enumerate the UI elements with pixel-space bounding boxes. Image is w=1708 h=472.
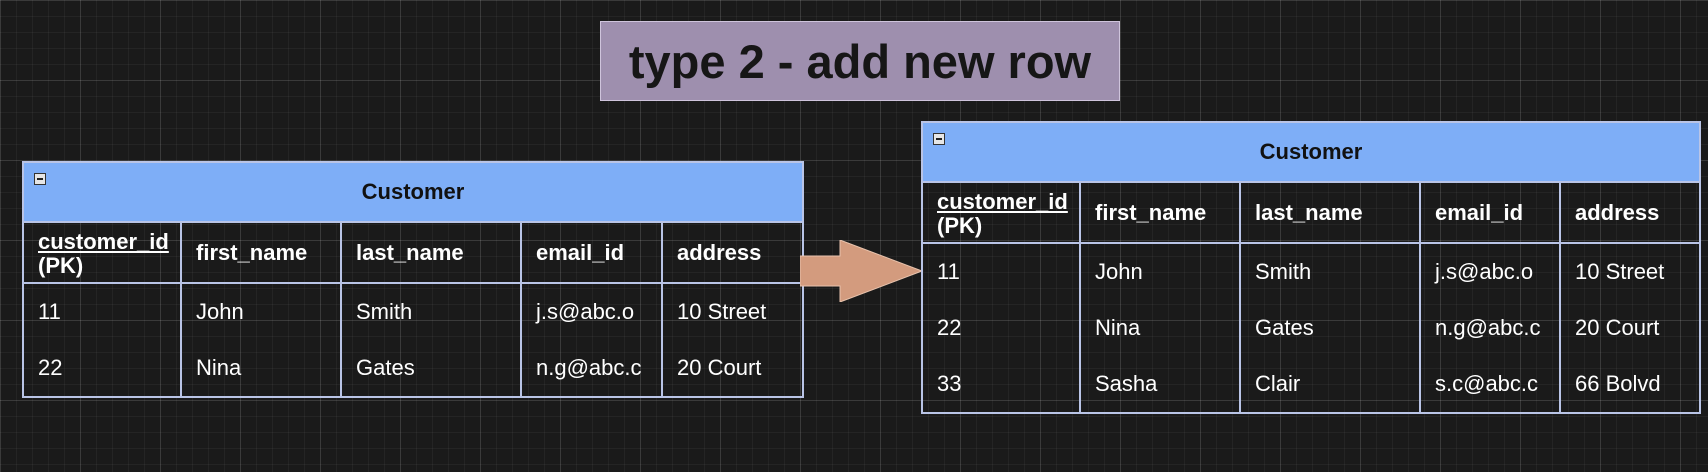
collapse-minus-icon[interactable] — [34, 173, 46, 185]
cell-email-id: s.c@abc.c — [1419, 356, 1561, 414]
right-arrow-icon — [800, 240, 924, 302]
cell-address: 10 Street — [660, 282, 805, 340]
cell-email-id: j.s@abc.o — [520, 282, 663, 340]
column-header-address: address — [1558, 181, 1702, 244]
cell-email-id: j.s@abc.o — [1419, 242, 1561, 300]
cell-customer-id: 11 — [22, 282, 182, 340]
cell-last-name: Clair — [1239, 356, 1421, 414]
column-header-last-name: last_name — [1239, 181, 1421, 244]
diagram-title-text: type 2 - add new row — [628, 34, 1092, 88]
customer-table-after[interactable]: Customer customer_id (PK) first_name las… — [920, 121, 1702, 414]
table-row: 11 John Smith j.s@abc.o 10 Street — [22, 282, 805, 340]
cell-address: 66 Bolvd — [1558, 356, 1702, 414]
diagram-title[interactable]: type 2 - add new row — [600, 21, 1120, 101]
cell-email-id: n.g@abc.c — [520, 340, 663, 398]
cell-first-name: John — [1079, 242, 1241, 300]
cell-customer-id: 22 — [22, 340, 182, 398]
column-header-customer-id: customer_id (PK) — [921, 181, 1081, 244]
table-row: 33 Sasha Clair s.c@abc.c 66 Bolvd — [921, 356, 1702, 414]
column-header-address: address — [660, 221, 805, 284]
table-row: 11 John Smith j.s@abc.o 10 Street — [921, 242, 1702, 300]
table-name: Customer — [1259, 139, 1363, 164]
column-header-first-name: first_name — [180, 221, 342, 284]
table-header[interactable]: Customer — [21, 161, 805, 223]
cell-address: 20 Court — [660, 340, 805, 398]
cell-customer-id: 11 — [921, 242, 1081, 300]
cell-customer-id: 22 — [921, 300, 1081, 356]
cell-first-name: Nina — [1079, 300, 1241, 356]
cell-address: 20 Court — [1558, 300, 1702, 356]
cell-address: 10 Street — [1558, 242, 1702, 300]
cell-last-name: Smith — [340, 282, 522, 340]
column-header-email-id: email_id — [520, 221, 663, 284]
table-header[interactable]: Customer — [920, 121, 1702, 183]
customer-table-before[interactable]: Customer customer_id (PK) first_name las… — [21, 161, 805, 398]
table-name: Customer — [361, 179, 465, 204]
collapse-minus-icon[interactable] — [933, 133, 945, 145]
cell-first-name: Sasha — [1079, 356, 1241, 414]
cell-first-name: Nina — [180, 340, 342, 398]
table-row: 22 Nina Gates n.g@abc.c 20 Court — [22, 340, 805, 398]
cell-first-name: John — [180, 282, 342, 340]
column-header-email-id: email_id — [1419, 181, 1561, 244]
cell-last-name: Gates — [340, 340, 522, 398]
cell-last-name: Gates — [1239, 300, 1421, 356]
table-row: 22 Nina Gates n.g@abc.c 20 Court — [921, 300, 1702, 356]
cell-email-id: n.g@abc.c — [1419, 300, 1561, 356]
cell-customer-id: 33 — [921, 356, 1081, 414]
column-header-customer-id: customer_id (PK) — [22, 221, 182, 284]
cell-last-name: Smith — [1239, 242, 1421, 300]
column-header-first-name: first_name — [1079, 181, 1241, 244]
column-header-last-name: last_name — [340, 221, 522, 284]
